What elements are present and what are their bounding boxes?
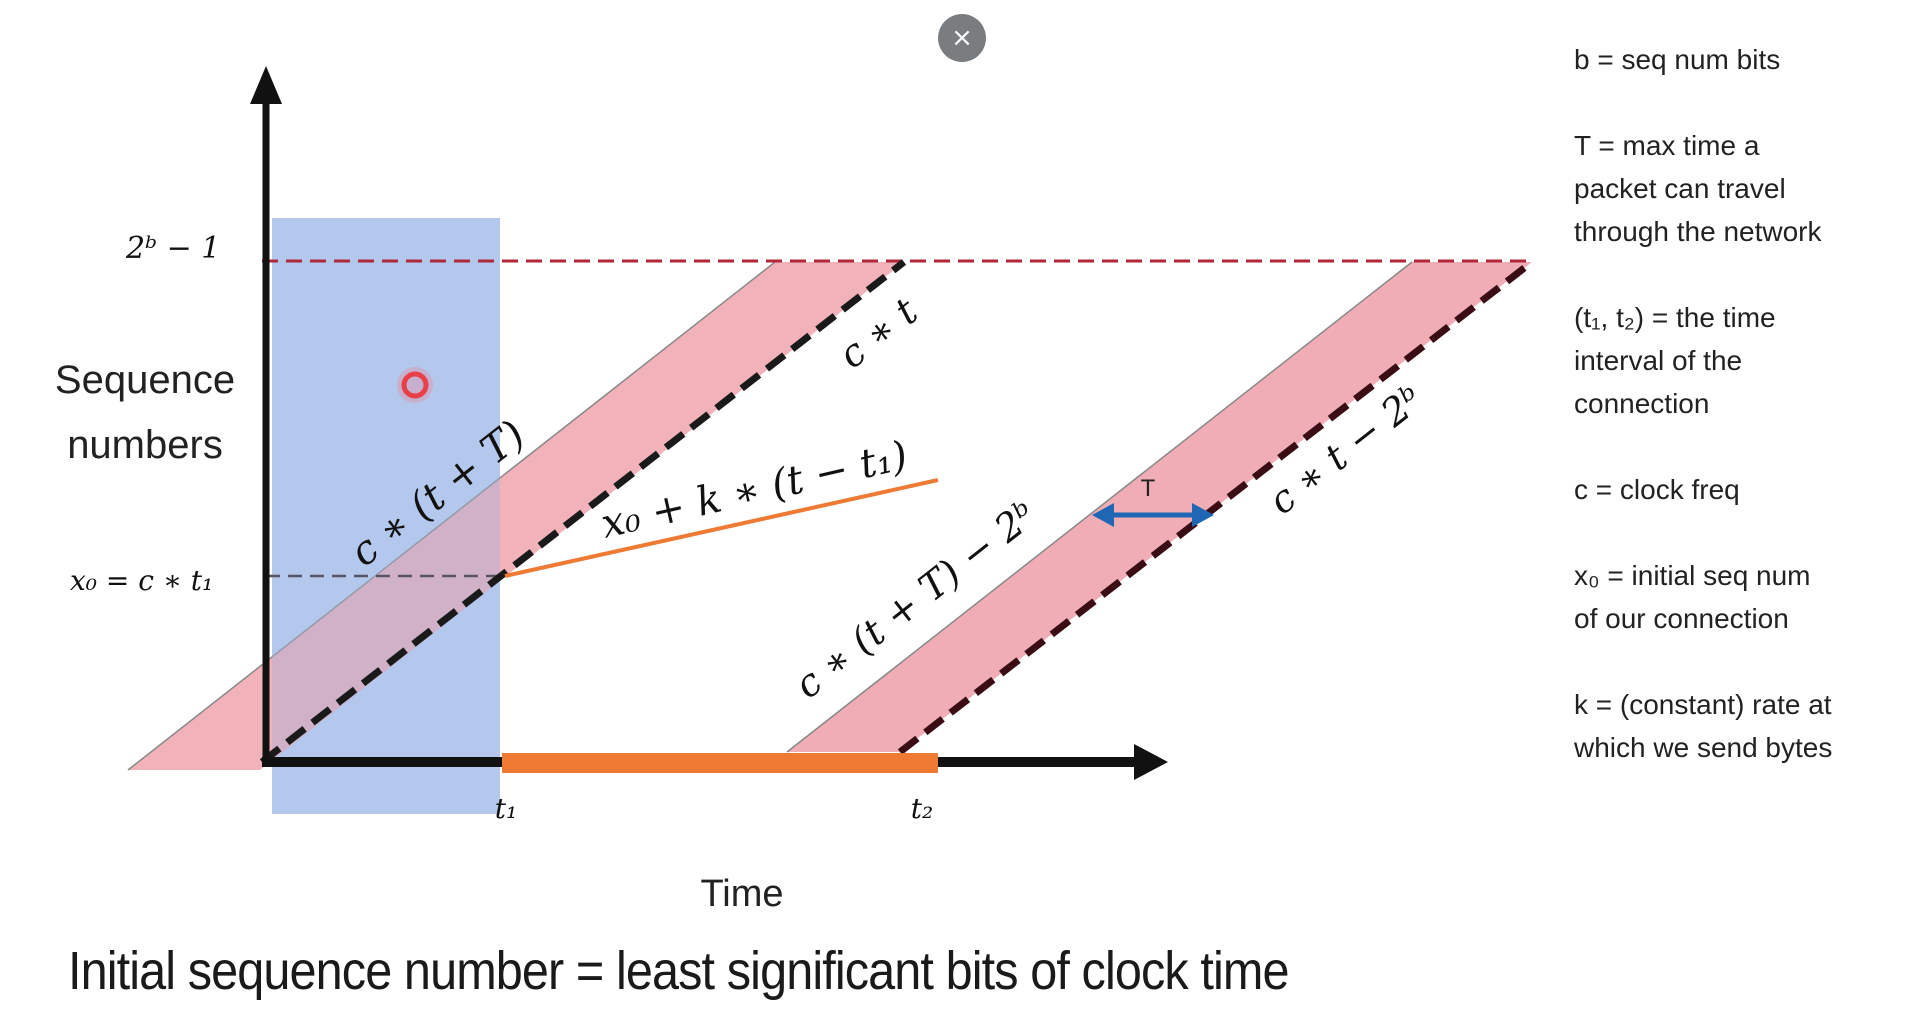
y-axis-arrow — [250, 66, 282, 104]
legend-b: b = seq num bits — [1574, 38, 1904, 81]
pointer-dot-glow — [397, 367, 433, 403]
legend-k-line1: k = (constant) rate at — [1574, 689, 1832, 720]
legend-x0-line1: x₀ = initial seq num — [1574, 560, 1811, 591]
label-T: T — [1141, 475, 1156, 502]
legend-interval-line1: (t₁, t₂) = the time — [1574, 302, 1776, 333]
close-button[interactable]: × — [938, 14, 986, 62]
line-c-t-plus-T — [127, 261, 776, 771]
band-right — [787, 262, 1532, 752]
legend-x0-line2: of our connection — [1574, 603, 1789, 634]
line-c-t-minus-2b — [897, 259, 1535, 755]
legend-T-line1: T = max time a — [1574, 130, 1760, 161]
y-axis-label-line2: numbers — [67, 423, 223, 467]
x-axis-label: Time — [700, 873, 783, 915]
legend-b-text: b = seq num bits — [1574, 44, 1781, 75]
legend-interval-line3: connection — [1574, 388, 1710, 419]
line-c-t — [259, 259, 907, 765]
legend-k: k = (constant) rate at which we send byt… — [1574, 683, 1904, 769]
legend-c: c = clock freq — [1574, 468, 1904, 511]
y-axis-label-line1: Sequence — [55, 358, 235, 402]
T-arrow-head-right — [1192, 503, 1214, 527]
legend-T-line3: through the network — [1574, 216, 1822, 247]
legend-k-line2: which we send bytes — [1574, 732, 1833, 763]
x-tick-t2: t₂ — [911, 792, 933, 825]
caption: Initial sequence number = least signific… — [68, 941, 1289, 1001]
connection-seq-line — [504, 478, 939, 578]
x-axis-arrow — [1134, 744, 1168, 780]
connection-interval-bar — [502, 753, 938, 773]
line-c-t-plus-T-minus-2b — [786, 261, 1413, 753]
legend-interval: (t₁, t₂) = the time interval of the conn… — [1574, 296, 1904, 425]
legend-x0: x₀ = initial seq num of our connection — [1574, 554, 1904, 640]
window-overlay — [272, 218, 500, 814]
y-tick-x0: x₀ = c ∗ t₁ — [70, 564, 213, 597]
legend-T: T = max time a packet can travel through… — [1574, 124, 1904, 253]
close-icon: × — [951, 23, 973, 53]
band-left — [128, 262, 904, 770]
legend-T-line2: packet can travel — [1574, 173, 1786, 204]
legend-c-text: c = clock freq — [1574, 474, 1740, 505]
y-tick-max: 2ᵇ − 1 — [125, 231, 220, 266]
T-arrow-head-left — [1092, 503, 1114, 527]
legend: b = seq num bits T = max time a packet c… — [1574, 38, 1904, 812]
x-tick-t1: t₁ — [495, 792, 517, 825]
pointer-dot-icon — [401, 371, 429, 399]
legend-interval-line2: interval of the — [1574, 345, 1743, 376]
